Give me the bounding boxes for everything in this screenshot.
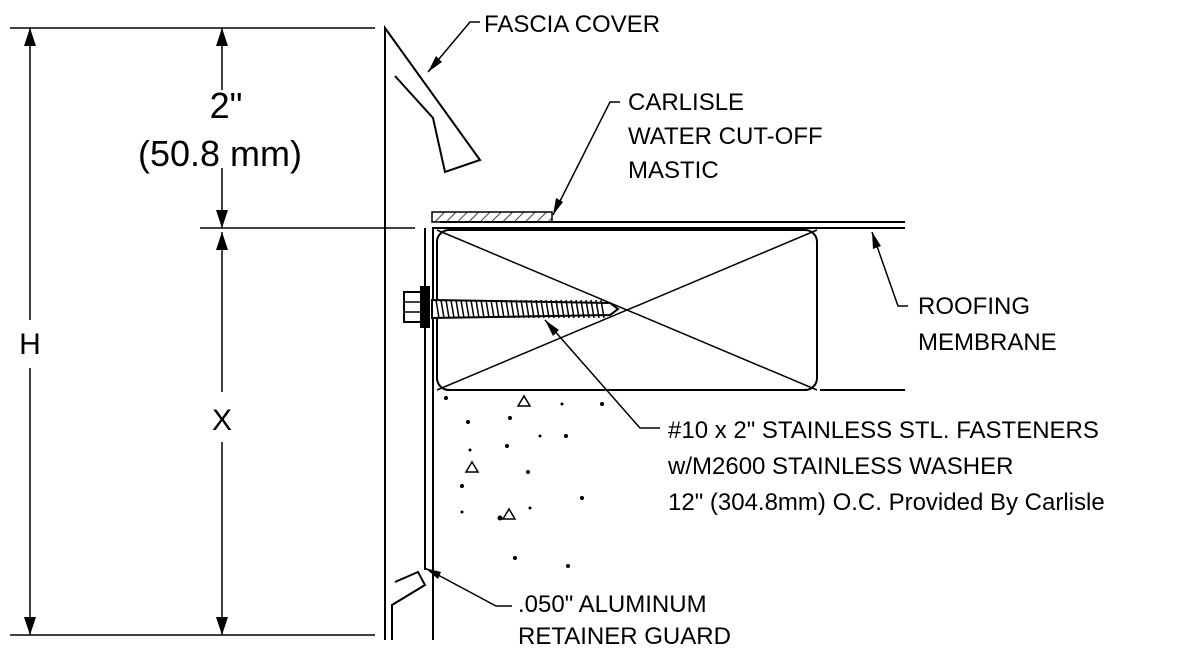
fastener <box>403 286 620 328</box>
arrow-up-icon <box>24 28 36 46</box>
dimension-h <box>10 27 375 636</box>
leader-lines <box>424 21 908 607</box>
label-x: X <box>212 404 232 437</box>
label-fastener-1: #10 x 2" STAINLESS STL. FASTENERS <box>668 417 1099 444</box>
label-50-8mm: (50.8 mm) <box>138 133 302 174</box>
label-mastic-1: CARLISLE <box>628 89 744 116</box>
label-fastener-2: w/M2600 STAINLESS WASHER <box>667 453 1013 480</box>
dimension-2in <box>200 28 415 229</box>
roofing-membrane <box>440 221 905 391</box>
label-mastic-3: MASTIC <box>628 157 719 184</box>
dimension-x <box>216 232 228 635</box>
fascia-cover <box>384 24 482 640</box>
label-roofing-1: ROOFING <box>918 293 1030 320</box>
concrete-deck <box>444 394 604 568</box>
label-retainer-1: .050" ALUMINUM <box>518 591 707 618</box>
arrow-down-icon <box>24 617 36 635</box>
label-retainer-2: RETAINER GUARD <box>518 623 731 650</box>
label-fascia-cover: FASCIA COVER <box>484 11 660 38</box>
retainer-guard <box>424 227 905 640</box>
mastic-strip <box>431 211 553 223</box>
label-2in: 2" <box>210 85 243 126</box>
label-roofing-2: MEMBRANE <box>918 329 1057 356</box>
label-h: H <box>19 328 41 361</box>
label-fastener-3: 12" (304.8mm) O.C. Provided By Carlisle <box>668 489 1105 516</box>
label-mastic-2: WATER CUT-OFF <box>628 123 823 150</box>
